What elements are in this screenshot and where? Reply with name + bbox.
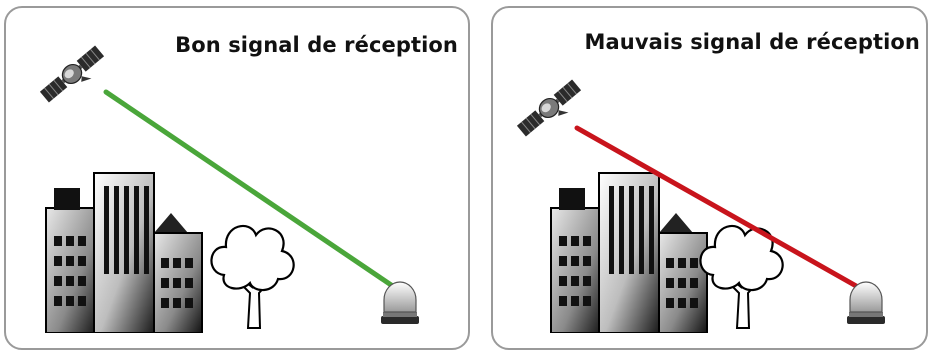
panel-title: Mauvais signal de réception: [584, 30, 920, 54]
good-reception-scene: [38, 43, 420, 333]
panel-title: Bon signal de réception: [175, 33, 458, 57]
city-buildings-icon: [45, 172, 203, 333]
city-buildings-icon: [550, 172, 708, 333]
tree-icon: [699, 224, 784, 330]
bad-reception-scene: [515, 77, 886, 333]
antenna-dome-icon: [846, 281, 886, 325]
signal-line: [103, 89, 403, 294]
tree-icon: [210, 224, 295, 330]
signal-line: [574, 125, 868, 294]
antenna-dome-icon: [380, 281, 420, 325]
good-reception-panel: Bon signal de réception: [4, 6, 470, 350]
bad-reception-panel: Mauvais signal de réception: [491, 6, 928, 350]
satellite-icon: [38, 43, 111, 110]
satellite-icon: [515, 77, 588, 144]
